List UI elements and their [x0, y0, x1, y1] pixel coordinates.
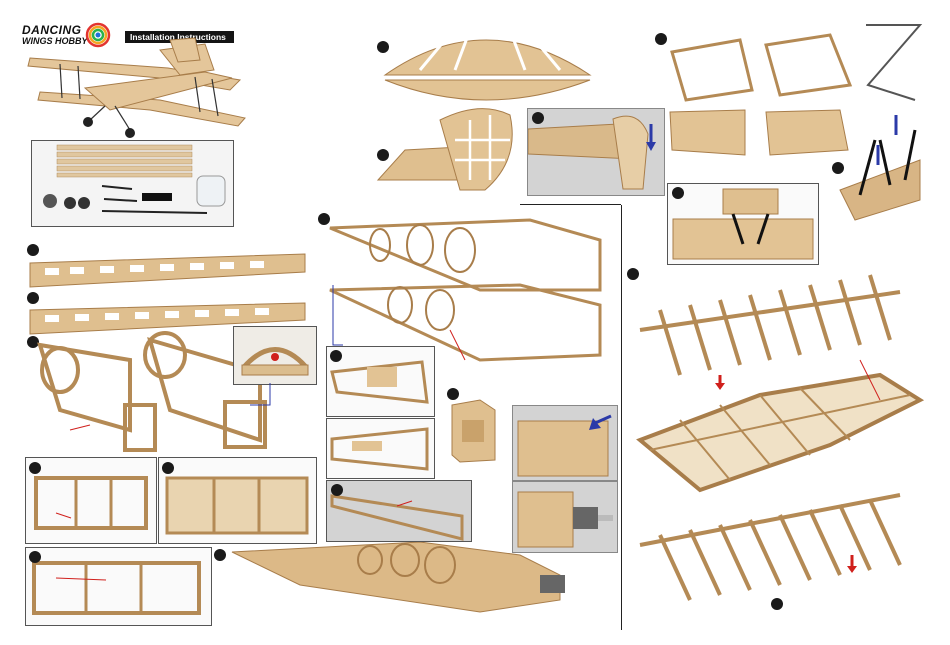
fuselage-side-image-b — [159, 458, 316, 543]
tail-cone-photo — [326, 480, 472, 542]
step-bullet-icon — [27, 336, 39, 348]
nose-frame-photo — [326, 346, 435, 417]
step-bullet-icon — [29, 462, 41, 474]
step-bullet-icon — [832, 162, 844, 174]
fuselage-side-image-a — [26, 458, 156, 543]
brand-logo: DANCING WINGS HOBBY — [0, 0, 120, 50]
kit-parts-image — [32, 141, 233, 226]
step-bullet-icon — [318, 213, 330, 225]
cockpit-detail-inset — [233, 326, 317, 385]
kit-contents-panel — [31, 140, 234, 227]
firewall-install-photo — [512, 405, 618, 481]
tail-assembly-photo — [527, 108, 665, 196]
step-bullet-icon — [655, 33, 667, 45]
cockpit-frame-image — [234, 327, 316, 384]
step-bullet-icon — [627, 268, 639, 280]
step-photo-fuselage-side-b — [158, 457, 317, 544]
step-photo-fuselage-interior — [25, 547, 212, 626]
step-bullet-icon — [672, 187, 684, 199]
motor-mount-image — [513, 482, 617, 552]
motor-mount-photo — [512, 481, 618, 553]
title-badge: Installation Instructions — [125, 31, 234, 43]
nose-frame-image — [327, 347, 434, 416]
step-bullet-icon — [162, 462, 174, 474]
step-bullet-icon — [214, 549, 226, 561]
fuselage-interior-image — [26, 548, 211, 625]
step-bullet-icon — [27, 292, 39, 304]
nose-frame-top-photo — [326, 418, 435, 479]
step-bullet-icon — [771, 598, 783, 610]
step-bullet-icon — [27, 244, 39, 256]
step-bullet-icon — [330, 350, 342, 362]
cabane-install-image — [668, 184, 818, 264]
cabane-install-photo — [667, 183, 819, 265]
step-bullet-icon — [29, 551, 41, 563]
nose-frame-top-image — [327, 419, 434, 478]
step-bullet-icon — [331, 484, 343, 496]
tail-cone-image — [327, 481, 471, 541]
step-photo-fuselage-side-a — [25, 457, 157, 544]
step-bullet-icon — [532, 112, 544, 124]
step-bullet-icon — [447, 388, 459, 400]
tail-assembly-image — [528, 109, 664, 195]
step-bullet-icon — [377, 41, 389, 53]
logo-swirl-icon — [0, 0, 120, 50]
section-rule — [520, 204, 621, 205]
step-bullet-icon — [377, 149, 389, 161]
page-divider-line — [621, 205, 622, 630]
firewall-install-image — [513, 406, 617, 480]
